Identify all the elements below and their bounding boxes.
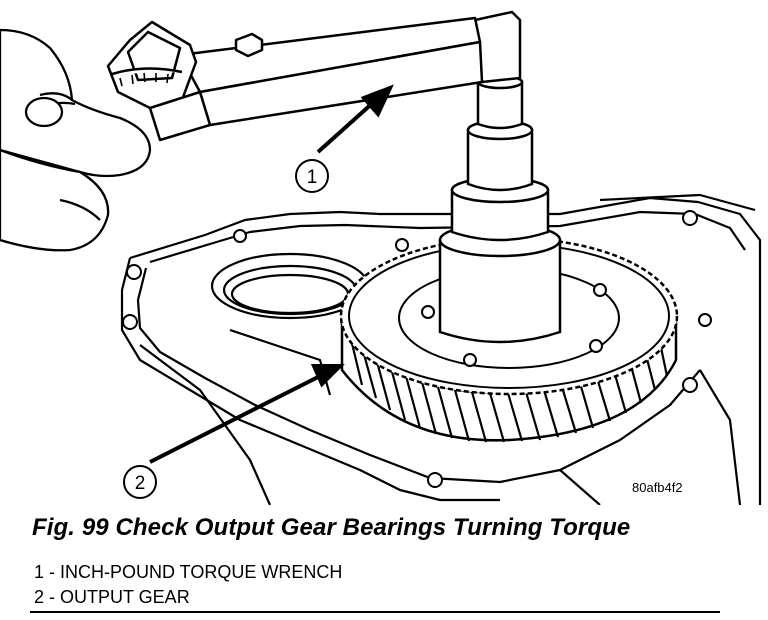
- torque-wrench: [106, 10, 522, 142]
- callout-1-number: 1: [307, 167, 318, 188]
- callout-arrow-2: [149, 364, 345, 464]
- image-id-label: 80afb4f2: [632, 480, 683, 495]
- legend-item-2: 2 - OUTPUT GEAR: [34, 587, 190, 607]
- callout-2: 2: [123, 465, 157, 499]
- callout-1: 1: [295, 159, 329, 193]
- bottom-rule: [30, 611, 720, 613]
- technician-hand: [0, 28, 152, 252]
- callout-arrow-1: [316, 84, 394, 154]
- figure-illustration: 1 2: [0, 10, 762, 505]
- legend-item-1: 1 - INCH-POUND TORQUE WRENCH: [34, 562, 343, 582]
- flange-bolt-holes: [122, 210, 712, 488]
- figure-caption: Fig. 99 Check Output Gear Bearings Turni…: [32, 514, 631, 541]
- callout-2-number: 2: [135, 473, 146, 494]
- socket-adapter: [438, 74, 562, 344]
- legend-list: 1 - INCH-POUND TORQUE WRENCH 2 - OUTPUT …: [34, 560, 342, 610]
